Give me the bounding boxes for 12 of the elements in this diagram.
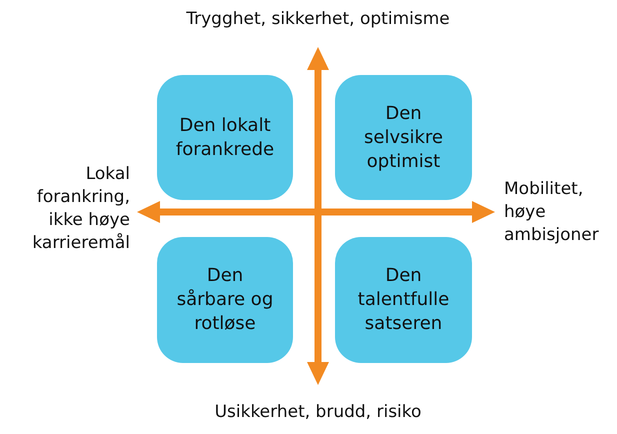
quadrant-title: Den selvsikre optimist xyxy=(363,102,444,174)
left-axis-label: Lokal forankring, ikke høye karrieremål xyxy=(31,163,130,255)
quadrant-box xyxy=(335,75,472,200)
top-axis-label: Trygghet, sikkerhet, optimisme xyxy=(185,8,451,31)
quadrant-box xyxy=(335,237,472,363)
quadrant-title: Den talentfulle satseren xyxy=(356,264,450,336)
right-axis-label: Mobilitet, høye ambisjoner xyxy=(504,178,600,247)
quadrant-title: Den sårbare og rotløse xyxy=(176,264,274,336)
quadrant-title: Den lokalt forankrede xyxy=(174,114,276,162)
quadrant-box xyxy=(157,237,293,363)
quadrant-box xyxy=(157,75,293,200)
bottom-axis-label: Usikkerhet, brudd, risiko xyxy=(214,401,422,424)
